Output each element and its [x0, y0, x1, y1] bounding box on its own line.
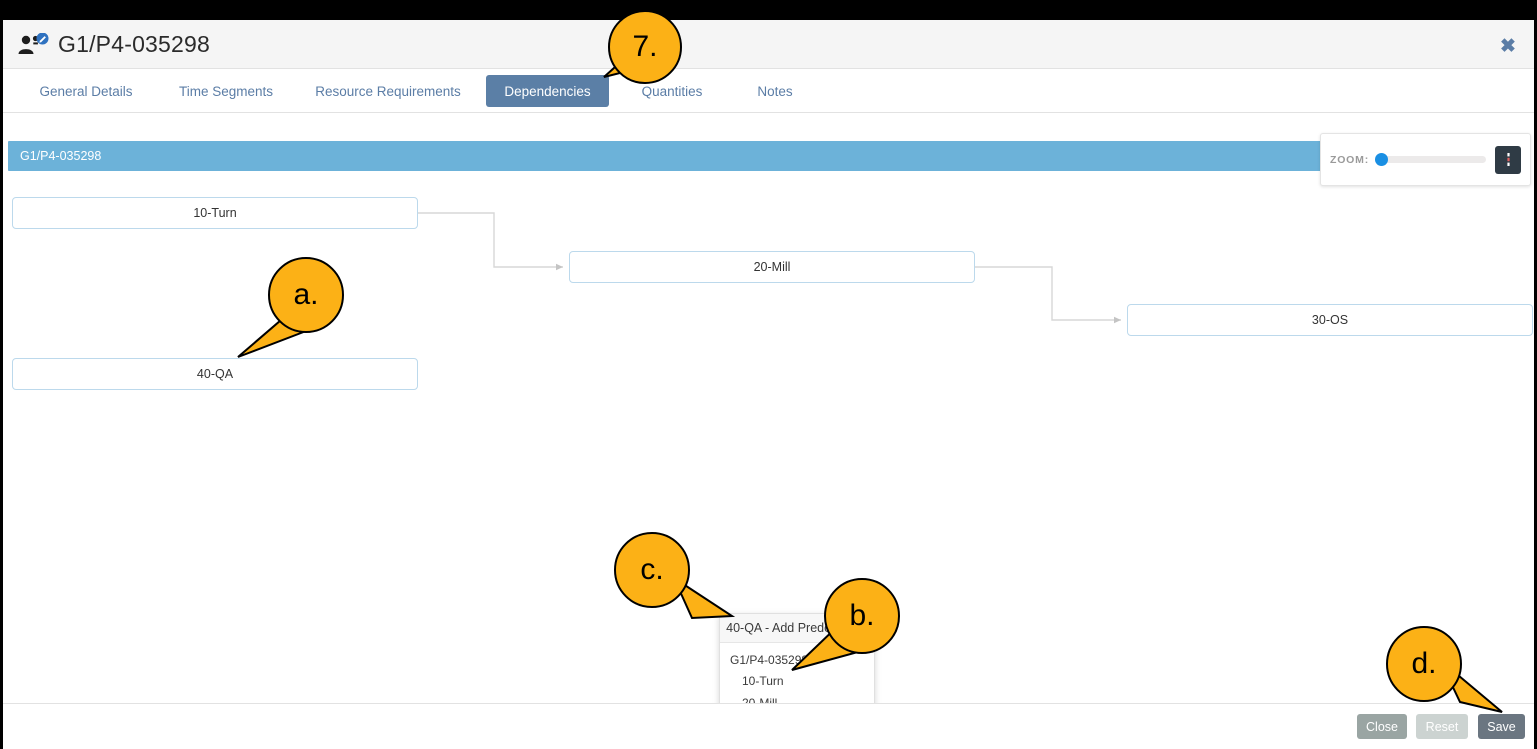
- page-title: G1/P4-035298: [58, 31, 211, 57]
- dialog-footer: Close Reset Save: [3, 703, 1534, 749]
- zoom-slider[interactable]: [1375, 153, 1486, 166]
- tab-quantities[interactable]: Quantities: [641, 83, 703, 99]
- callout-d-bubble: d.: [1386, 626, 1462, 702]
- reset-button[interactable]: Reset: [1416, 714, 1468, 739]
- close-icon[interactable]: ✖: [1500, 35, 1516, 57]
- zoom-slider-handle[interactable]: [1375, 153, 1388, 166]
- diagram-node-10-turn[interactable]: 10-Turn: [12, 197, 418, 229]
- task-detail-window: G1/P4-035298 ✖ General Details Time Segm…: [3, 20, 1534, 749]
- diagram-node-20-mill[interactable]: 20-Mill: [569, 251, 975, 283]
- tab-bar: General Details Time Segments Resource R…: [3, 69, 1534, 113]
- zoom-control[interactable]: ZOOM:: [1320, 133, 1531, 186]
- diagram-group-header: G1/P4-035298: [8, 141, 1529, 171]
- popup-group-label: G1/P4-035298: [730, 653, 809, 667]
- callout-7-bubble: 7.: [608, 10, 682, 84]
- save-button[interactable]: Save: [1478, 714, 1525, 739]
- callout-c-bubble: c.: [614, 532, 690, 608]
- tab-resource-requirements[interactable]: Resource Requirements: [315, 83, 461, 99]
- dependency-diagram-canvas[interactable]: G1/P4-035298 10-Turn 20-Mill 30-OS 40-QA…: [3, 113, 1534, 723]
- tab-dependencies[interactable]: Dependencies: [486, 75, 609, 107]
- window-title-bar: G1/P4-035298 ✖: [3, 20, 1534, 69]
- diagram-node-30-os[interactable]: 30-OS: [1127, 304, 1533, 336]
- tab-notes[interactable]: Notes: [757, 83, 793, 99]
- popup-item-10-turn[interactable]: 10-Turn: [742, 674, 784, 688]
- zoom-label: ZOOM:: [1330, 153, 1369, 166]
- tab-time-segments[interactable]: Time Segments: [178, 83, 274, 99]
- vertical-ellipsis-icon[interactable]: [1495, 145, 1521, 174]
- callout-c-tail: [671, 575, 736, 620]
- callout-b-bubble: b.: [824, 578, 900, 654]
- diagram-node-40-qa[interactable]: 40-QA: [12, 358, 418, 390]
- tab-general-details[interactable]: General Details: [39, 83, 133, 99]
- close-button[interactable]: Close: [1357, 714, 1407, 739]
- user-gear-edit-icon: [17, 32, 51, 57]
- callout-a-bubble: a.: [268, 257, 344, 333]
